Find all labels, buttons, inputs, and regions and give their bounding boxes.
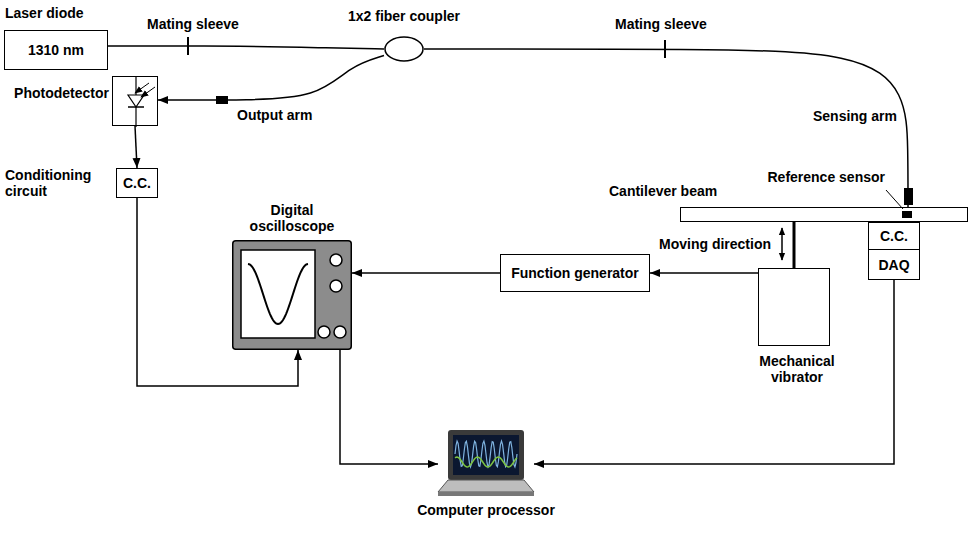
part-label: Moving direction — [636, 236, 772, 252]
part-label: Output arm — [236, 107, 328, 123]
oscilloscope: Digital oscilloscope — [232, 240, 352, 350]
laptop-screen — [453, 435, 519, 475]
node-label: Function generator — [511, 265, 639, 281]
scope-symbol — [232, 240, 352, 350]
node-heading: Digital oscilloscope — [232, 202, 352, 234]
node-heading: 1x2 fiber coupler — [320, 8, 488, 24]
knob — [330, 254, 342, 266]
laptop-base — [438, 480, 534, 492]
connector — [352, 272, 500, 274]
coupler-outline — [385, 37, 423, 61]
photodetector-box: Photodetector — [112, 76, 158, 126]
connector — [534, 280, 894, 464]
laser-diode-box: Laser diode1310 nm — [4, 30, 108, 70]
reference-sensor — [902, 211, 912, 218]
process-box: Function generator — [500, 254, 650, 292]
connector — [135, 126, 137, 168]
laptop-lid — [448, 430, 524, 480]
light-arrow — [141, 87, 155, 97]
connector — [158, 56, 384, 101]
part-label: Reference sensor — [752, 169, 886, 185]
connector — [650, 272, 758, 274]
knob — [334, 326, 346, 338]
computer: Computer processor — [438, 430, 534, 498]
mechanical-vibrator: Mechanical vibrator — [758, 268, 830, 346]
oscilloscope-screen — [241, 250, 315, 338]
process-box: C.C. — [868, 222, 920, 250]
node-heading: Laser diode — [5, 5, 125, 21]
connector — [793, 222, 796, 268]
laptop-symbol — [438, 430, 534, 498]
node-label: DAQ — [878, 257, 909, 273]
waveform — [455, 457, 517, 467]
ellipse-symbol — [384, 36, 424, 62]
node-label: 1310 nm — [28, 42, 84, 58]
oscilloscope-body — [233, 241, 352, 350]
diode-bar — [128, 106, 144, 108]
connector — [424, 49, 908, 207]
node-heading: Cantilever beam — [609, 183, 739, 199]
node-heading: Conditioning circuit — [5, 167, 109, 199]
conditioning-circuit-box: Conditioning circuitC.C. — [116, 168, 158, 198]
laptop-edge — [438, 492, 534, 496]
process-box: DAQ — [868, 249, 920, 280]
node-heading: Computer processor — [404, 502, 568, 518]
waveform — [248, 264, 308, 324]
part-label: Sensing arm — [792, 108, 898, 124]
part-label: Mating sleeve — [146, 16, 252, 32]
connector — [108, 46, 384, 49]
connector — [340, 350, 438, 464]
knob — [330, 280, 342, 292]
waveform — [455, 441, 517, 467]
node-heading: Photodetector — [3, 85, 109, 101]
fiber-coupler: 1x2 fiber coupler — [384, 36, 424, 62]
node-label: C.C. — [880, 228, 908, 244]
moving-direction-arrow — [781, 228, 783, 260]
node-heading: Mechanical vibrator — [751, 353, 843, 385]
light-arrow — [135, 83, 149, 93]
knob — [318, 326, 330, 338]
cantilever-beam: Cantilever beam — [680, 207, 968, 222]
part-label: Mating sleeve — [614, 16, 720, 32]
node-label: C.C. — [123, 175, 151, 191]
pd-symbol — [113, 77, 159, 127]
